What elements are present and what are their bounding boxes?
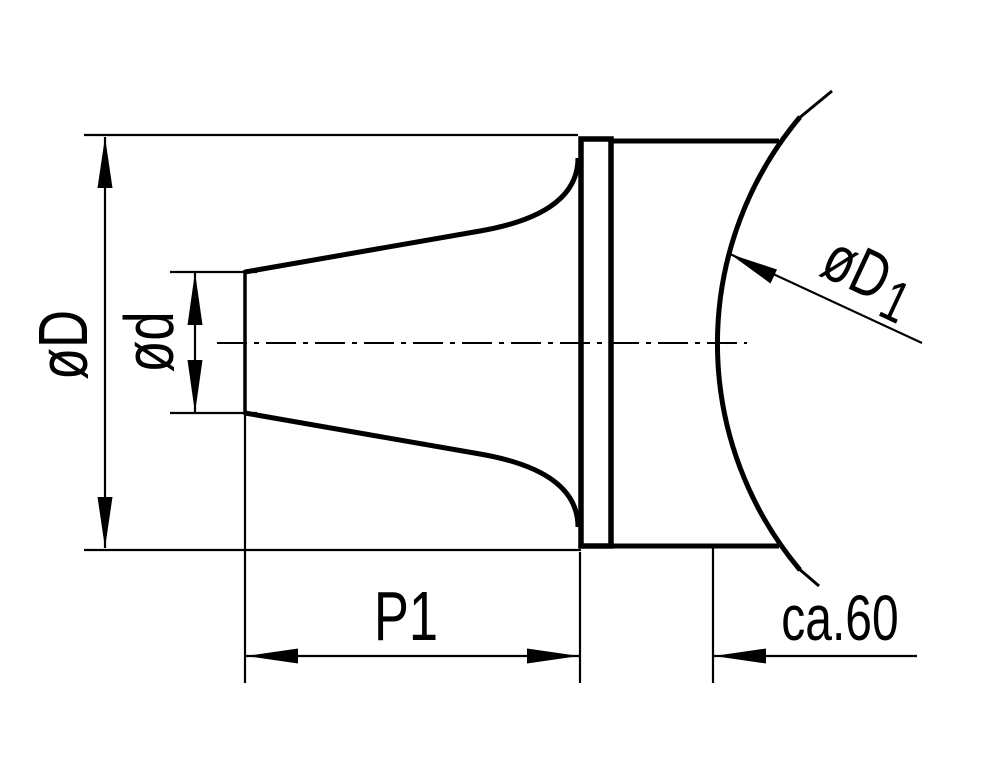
part-body-outline bbox=[243, 89, 833, 588]
arrowhead-down-icon bbox=[97, 497, 113, 548]
dimension-outer-diameter: øD bbox=[25, 133, 581, 552]
ball-arc-tail-top bbox=[797, 89, 833, 121]
taper-length-label: P1 bbox=[374, 578, 438, 656]
leader-arrowhead-icon bbox=[730, 254, 777, 284]
upper-taper-flare bbox=[244, 157, 581, 275]
dimension-ball-center-distance: ca.60 bbox=[711, 548, 917, 683]
lower-taper-flare bbox=[244, 410, 581, 528]
ball-center-distance-label: ca.60 bbox=[781, 582, 898, 653]
arrowhead-down-icon bbox=[187, 360, 203, 413]
dimension-small-end-diameter: ød bbox=[111, 270, 257, 415]
flange bbox=[578, 136, 614, 549]
arrowhead-up-icon bbox=[97, 137, 113, 188]
ball-seat-arc bbox=[714, 115, 802, 572]
arrowhead-left-icon bbox=[246, 648, 298, 664]
outer-diameter-label: øD bbox=[25, 310, 103, 380]
arrowhead-left-icon bbox=[714, 648, 766, 664]
small-end-diameter-label: ød bbox=[111, 311, 189, 372]
arrowhead-right-icon bbox=[527, 648, 579, 664]
dimension-ball-diameter: øD 1 bbox=[729, 221, 923, 344]
dimension-taper-length: P1 bbox=[243, 415, 582, 683]
arrowhead-up-icon bbox=[187, 272, 203, 325]
ball-arc-tail-bottom bbox=[797, 566, 820, 588]
